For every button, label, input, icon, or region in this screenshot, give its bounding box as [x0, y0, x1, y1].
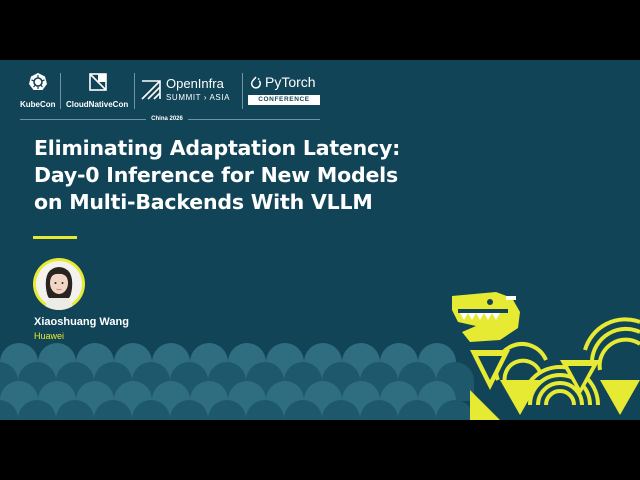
kubecon-logo: KubeCon	[20, 71, 56, 111]
event-edition: China 2026	[146, 114, 188, 124]
wave-bump	[398, 400, 436, 420]
cncf-icon	[89, 73, 107, 91]
cloudnativecon-label: CloudNativeCon	[66, 100, 129, 109]
wave-bump	[284, 400, 322, 420]
pytorch-icon	[250, 76, 261, 89]
cloudnativecon-logo: CloudNativeCon	[66, 71, 130, 111]
talk-title-line-1: Eliminating Adaptation Latency:	[34, 136, 401, 160]
wave-bump	[208, 400, 246, 420]
accent-bar	[33, 236, 77, 239]
pytorch-logo: PyTorch CONFERENCE	[248, 71, 324, 111]
speaker-company: Huawei	[34, 331, 65, 341]
speaker-name: Xiaoshuang Wang	[34, 316, 129, 328]
wave-bump	[322, 400, 360, 420]
wave-bump	[0, 400, 18, 420]
wave-pattern	[0, 343, 474, 420]
wave-bump	[132, 400, 170, 420]
kubecon-label: KubeCon	[20, 100, 56, 109]
kubernetes-icon	[29, 73, 47, 90]
pytorch-label: PyTorch	[265, 74, 316, 90]
conference-slide: KubeCon CloudNativeCon OpenInfra SUMMIT …	[0, 60, 640, 420]
wave-bump	[18, 400, 56, 420]
wave-bump	[170, 400, 208, 420]
openinfra-icon	[141, 80, 161, 100]
wave-bump	[360, 400, 398, 420]
openinfra-sub-label: SUMMIT › ASIA	[166, 93, 231, 102]
openinfra-label: OpenInfra	[166, 76, 224, 91]
wave-bump	[246, 400, 284, 420]
speaker-avatar	[33, 258, 85, 310]
wave-bump	[94, 400, 132, 420]
pytorch-sub-label: CONFERENCE	[248, 95, 320, 105]
dragon-illustration	[452, 292, 640, 420]
wave-bump	[56, 400, 94, 420]
talk-title-line-2: Day-0 Inference for New Models	[34, 163, 399, 187]
talk-title-line-3: on Multi-Backends With VLLM	[34, 190, 373, 214]
openinfra-logo: OpenInfra SUMMIT › ASIA	[140, 71, 240, 111]
talk-title: Eliminating Adaptation Latency: Day-0 In…	[34, 135, 474, 216]
wave-bump	[436, 400, 474, 420]
